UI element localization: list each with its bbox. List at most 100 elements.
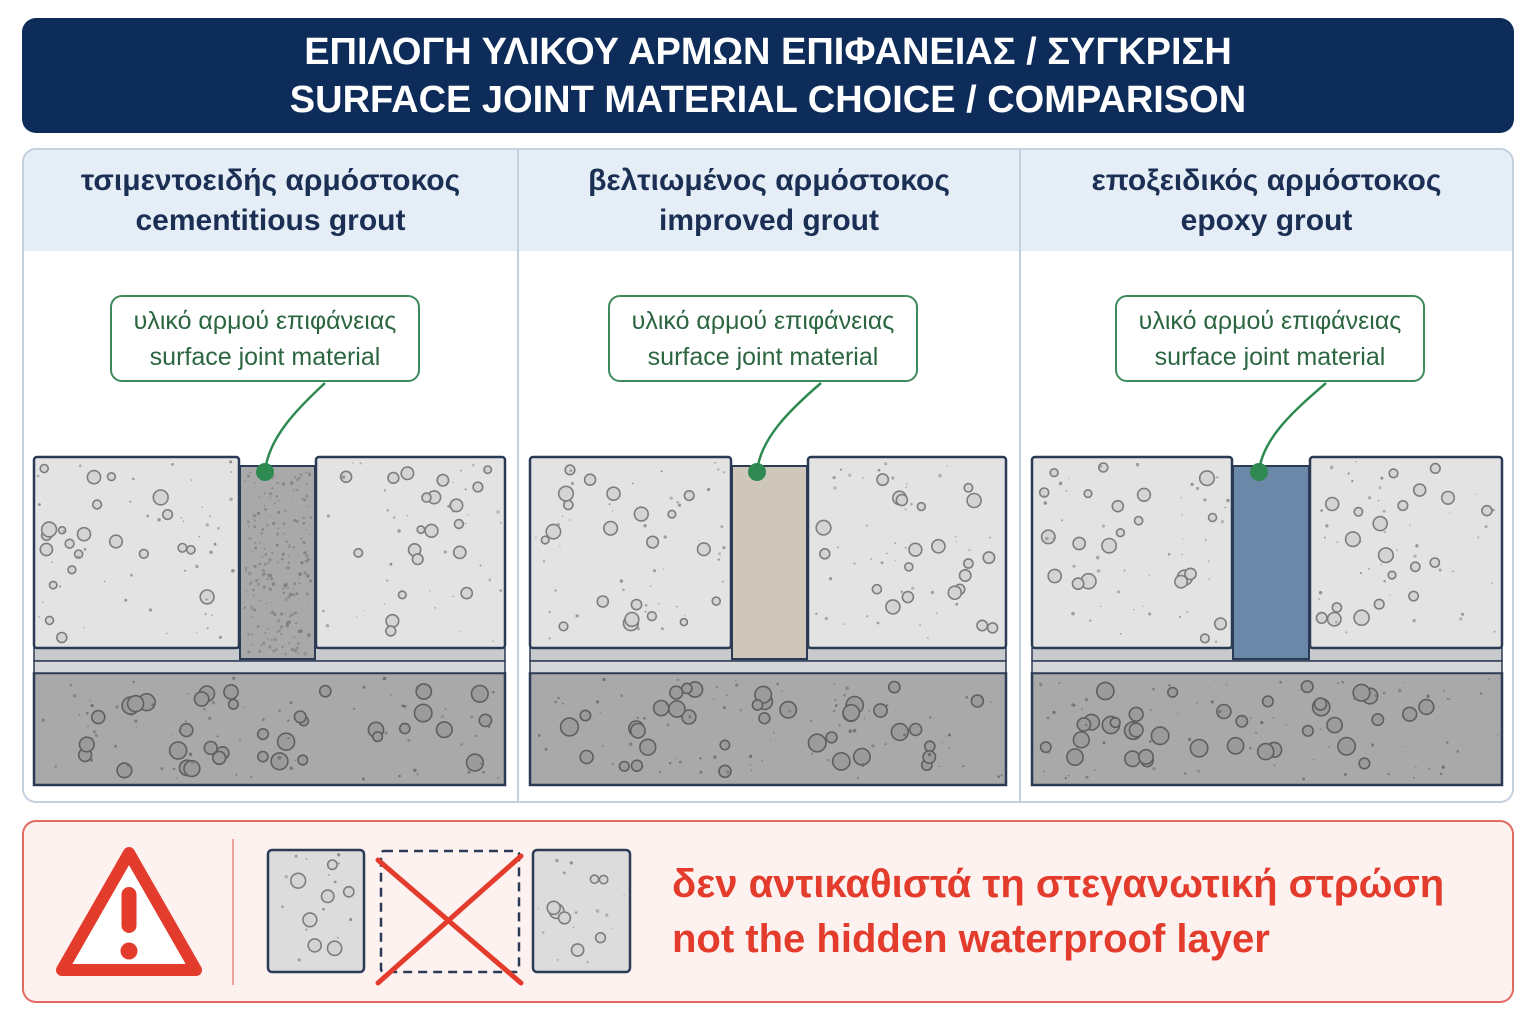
aggregate-speck [227,698,239,710]
aggregate-speck [595,700,600,704]
exclamation-dot [120,942,138,960]
aggregate-speck [269,496,271,499]
aggregate-speck [309,516,312,519]
aggregate-speck [269,612,272,614]
aggregate-speck [719,739,731,751]
aggregate-speck [824,616,828,621]
aggregate-speck [583,473,597,487]
aggregate-speck [842,703,861,722]
aggregate-speck [337,853,341,857]
aggregate-speck [464,488,467,491]
aggregate-speck [929,716,932,719]
aggregate-speck [1214,640,1218,643]
aggregate-speck [421,492,432,503]
aggregate-speck [204,612,207,616]
missing-layer-outline [379,849,521,974]
aggregate-speck [1345,631,1348,634]
aggregate-speck [1285,724,1287,726]
aggregate-speck [722,471,725,474]
aggregate-speck [678,760,682,764]
aggregate-speck [307,601,310,603]
aggregate-speck [333,880,337,884]
cross-section-epoxy [1030,382,1504,787]
aggregate-speck [245,569,247,572]
aggregate-speck [542,560,546,563]
aggregate-speck [618,760,630,772]
aggregate-speck [1353,609,1370,627]
aggregate-speck [1413,554,1417,558]
aggregate-speck [250,605,253,608]
cross-stroke [375,853,524,986]
aggregate-speck [1429,462,1441,475]
aggregate-speck [295,519,297,522]
aggregate-speck [932,748,934,751]
aggregate-speck [452,545,467,560]
aggregate-speck [562,499,574,511]
aggregate-speck [290,481,294,485]
aggregate-speck [1371,743,1375,747]
aggregate-speck [126,763,131,767]
aggregate-speck [1415,766,1417,769]
aggregate-speck [986,622,999,634]
aggregate-speck [205,598,208,601]
aggregate-texture [1038,462,1230,644]
aggregate-speck [1123,569,1126,572]
aggregate-speck [458,630,461,633]
aggregate-speck [629,742,633,746]
aggregate-speck [1068,477,1070,480]
aggregate-speck [1072,536,1087,551]
aggregate-speck [599,712,601,714]
aggregate-speck [718,552,721,556]
aggregate-speck [297,652,300,655]
aggregate-speck [207,716,212,720]
aggregate-speck [385,625,397,637]
aggregate-speck [168,741,188,760]
aggregate-speck [294,611,298,615]
aggregate-speck [205,523,209,527]
aggregate-speck [83,547,87,551]
aggregate-speck [1382,691,1386,695]
aggregate-speck [305,858,308,860]
aggregate-speck [1396,549,1398,551]
aggregate-speck [810,752,814,755]
aggregate-speck [598,874,609,885]
aggregate-speck [470,684,489,703]
aggregate-speck [1081,708,1084,711]
aggregate-speck [557,911,572,925]
aggregate-texture [1315,461,1496,634]
aggregate-speck [958,568,972,582]
aggregate-speck [1058,682,1061,684]
aggregate-speck [868,710,871,712]
aggregate-speck [87,725,89,728]
aggregate-speck [359,462,362,465]
aggregate-speck [717,468,720,471]
aggregate-speck [196,632,198,634]
aggregate-speck [1344,531,1361,548]
title-banner: ΕΠΙΛΟΓΗ ΥΛΙΚΟΥ ΑΡΜΩΝ ΕΠΙΦΑΝΕΙΑΣ / ΣΥΓΚΡΙ… [22,18,1514,133]
aggregate-speck [911,586,915,590]
aggregate-speck [863,717,865,720]
aggregate-speck [870,558,873,561]
aggregate-speck [179,722,194,738]
aggregate-speck [1374,694,1377,697]
aggregate-speck [261,528,264,531]
aggregate-speck [266,627,269,630]
aggregate-speck [594,931,607,944]
aggregate-speck [606,486,621,502]
aggregate-speck [1360,540,1362,543]
aggregate-speck [293,519,296,522]
aggregate-speck [833,486,837,490]
aggregate-speck [244,566,248,570]
aggregate-speck [389,694,392,696]
aggregate-speck [903,733,907,737]
column-divider [517,150,519,801]
aggregate-speck [413,768,417,772]
aggregate-speck [649,585,652,587]
aggregate-speck [1318,591,1323,595]
aggregate-speck [278,629,282,632]
aggregate-speck [788,709,792,713]
warning-message: δεν αντικαθιστά τη στεγανωτική στρώση no… [672,857,1444,967]
aggregate-speck [400,466,415,481]
aggregate-speck [429,590,431,592]
aggregate-speck [544,747,548,751]
